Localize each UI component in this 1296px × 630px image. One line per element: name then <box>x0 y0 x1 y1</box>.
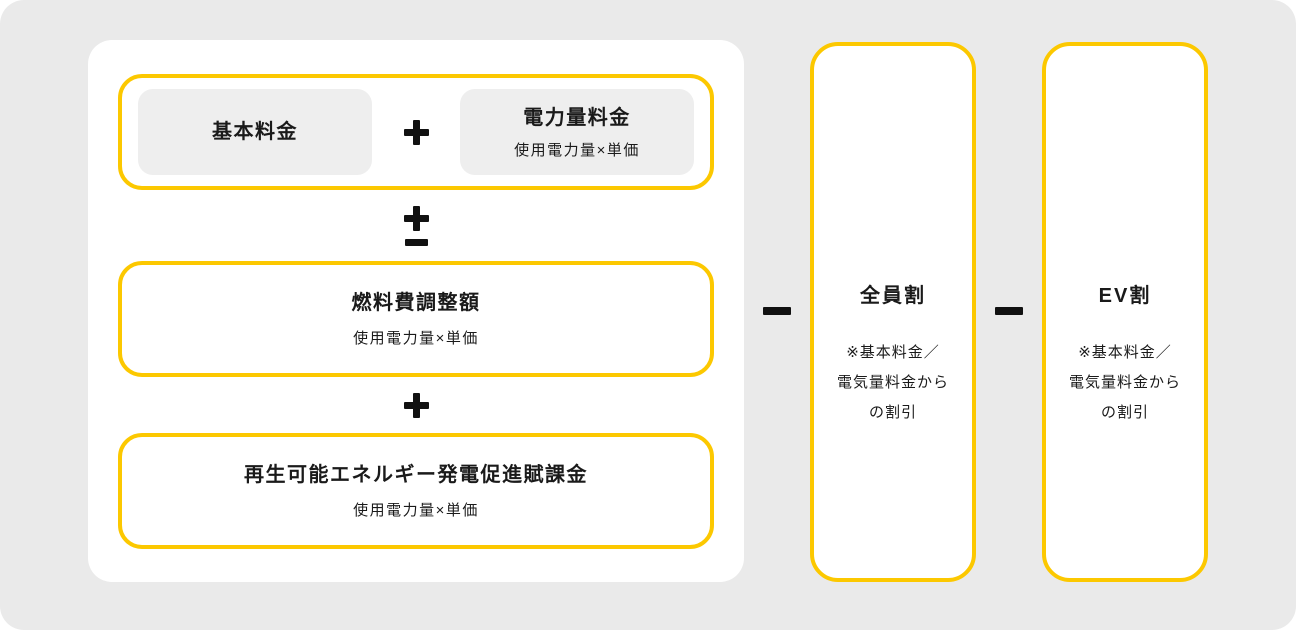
plus-icon <box>403 119 429 145</box>
formula-card: 基本料金 電力量料金 使用電力量×単価 燃料費調整額 使用電力量×単価 再生可能… <box>88 40 744 582</box>
fuel-adjustment-label: 燃料費調整額 <box>351 292 481 314</box>
ev-discount-box: EV割 ※基本料金／ 電気量料金から の割引 <box>1042 42 1208 582</box>
all-members-discount-note: ※基本料金／ 電気量料金から の割引 <box>836 344 949 421</box>
minus-gap <box>976 40 1042 582</box>
minus-icon <box>404 238 428 246</box>
fuel-adjustment-box: 燃料費調整額 使用電力量×単価 <box>118 261 714 377</box>
minus-icon <box>763 307 791 315</box>
renewable-levy-box: 再生可能エネルギー発電促進賦課金 使用電力量×単価 <box>118 433 714 549</box>
renewable-levy-label: 再生可能エネルギー発電促進賦課金 <box>244 464 588 486</box>
ev-discount-title: EV割 <box>1098 285 1152 307</box>
base-fee-box: 基本料金 <box>138 89 372 175</box>
plus-icon <box>403 205 429 231</box>
ev-discount-note: ※基本料金／ 電気量料金から の割引 <box>1068 344 1181 421</box>
renewable-levy-sublabel: 使用電力量×単価 <box>353 502 479 519</box>
all-members-discount-title: 全員割 <box>860 285 926 307</box>
all-members-discount-box: 全員割 ※基本料金／ 電気量料金から の割引 <box>810 42 976 582</box>
plus-minus-icon <box>403 205 429 246</box>
energy-fee-box: 電力量料金 使用電力量×単価 <box>460 89 694 175</box>
minus-gap <box>744 40 810 582</box>
plus-icon <box>403 392 429 418</box>
plus-icon-wrapper <box>403 392 429 418</box>
base-fee-label: 基本料金 <box>212 120 298 143</box>
fuel-adjustment-sublabel: 使用電力量×単価 <box>353 330 479 347</box>
minus-icon <box>995 307 1023 315</box>
energy-fee-label: 電力量料金 <box>523 106 631 129</box>
energy-fee-sublabel: 使用電力量×単価 <box>514 141 640 159</box>
fee-group-box: 基本料金 電力量料金 使用電力量×単価 <box>118 74 714 190</box>
